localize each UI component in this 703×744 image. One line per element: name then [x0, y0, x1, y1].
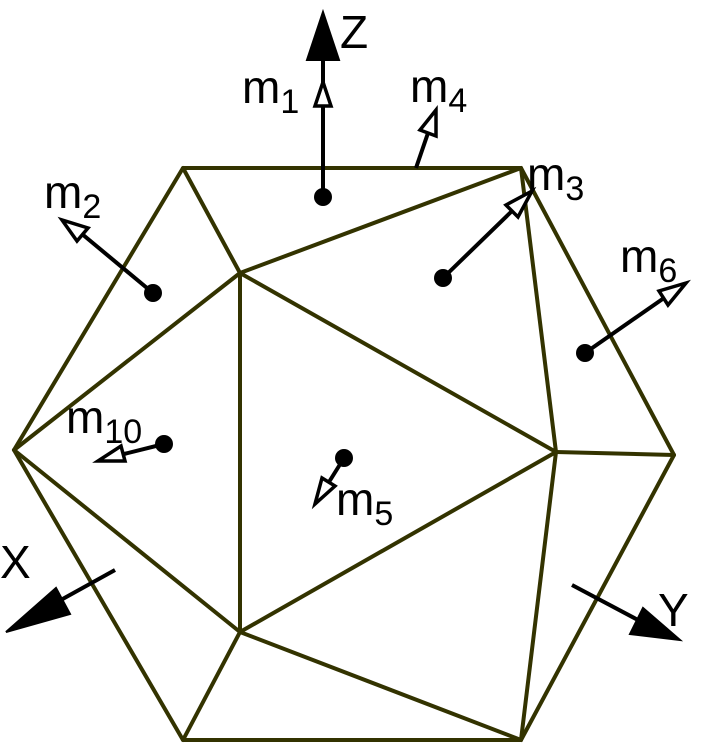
icosahedron-wireframe: [12, 166, 676, 742]
edge: [181, 630, 242, 742]
z-axis-label: Z: [340, 6, 368, 58]
edge: [554, 450, 676, 457]
edge: [12, 448, 242, 634]
edge: [238, 166, 523, 275]
m5-arrowhead: [311, 475, 338, 510]
edge: [519, 166, 558, 454]
m6-arrowhead: [656, 279, 691, 308]
m2-label: m2: [44, 166, 101, 226]
edge: [181, 166, 242, 275]
m5-label: m5: [336, 473, 393, 533]
edge: [519, 450, 558, 742]
m10-label: m10: [66, 391, 142, 451]
m1-vector: [312, 76, 334, 206]
edge: [238, 630, 523, 742]
y-axis-arrow: [571, 583, 684, 642]
m6-label: m6: [620, 230, 677, 290]
m3-vector: [434, 186, 537, 287]
m1-arrowhead: [312, 76, 334, 108]
m6-vector: [576, 279, 691, 362]
edge: [12, 271, 242, 452]
m5-vector: [311, 449, 353, 510]
m2-vector: [57, 216, 162, 302]
m2-arrowhead: [57, 216, 92, 244]
m3-label: m3: [527, 148, 584, 208]
edge: [238, 450, 558, 634]
m1-label: m1: [242, 61, 299, 121]
m10-arrowhead: [92, 443, 128, 463]
m4-label: m4: [410, 60, 467, 120]
m4-arrowhead: [417, 105, 438, 139]
m4-vector: [414, 105, 438, 169]
x-axis-label: X: [0, 536, 31, 588]
edge: [238, 271, 558, 454]
y-axis-label: Y: [658, 584, 689, 636]
x-axis-arrow: [5, 568, 116, 633]
m3-arrowhead: [503, 186, 537, 220]
m10-vector: [92, 435, 173, 463]
